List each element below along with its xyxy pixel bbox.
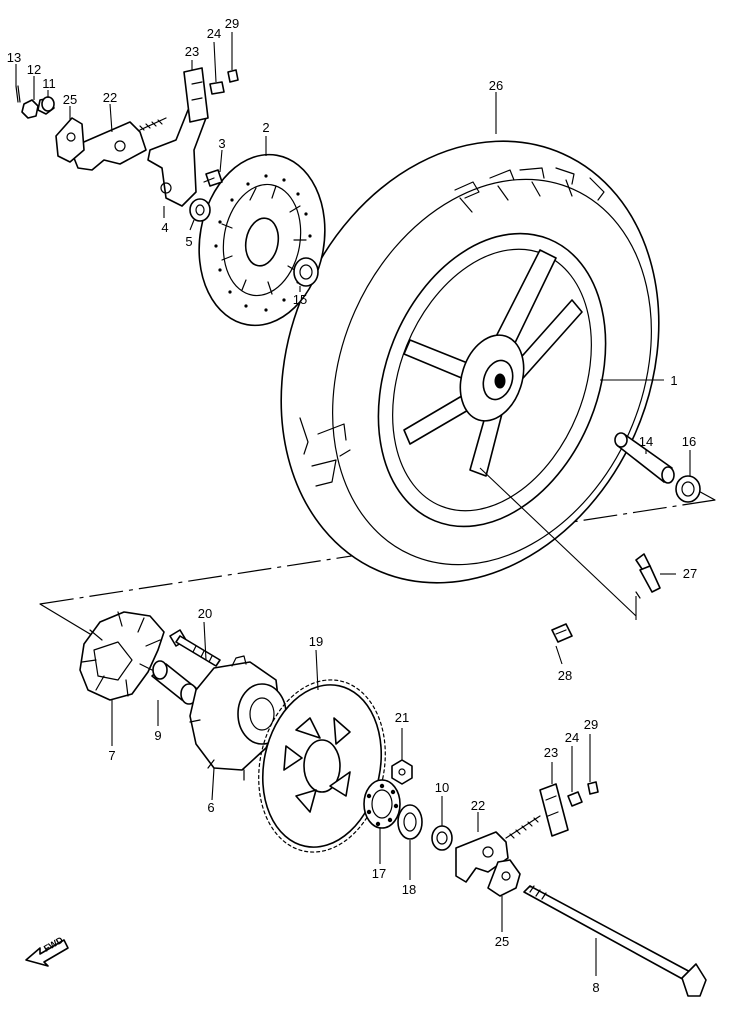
- callout-10: 10: [435, 780, 449, 795]
- adjuster-plate-upper: [55, 117, 85, 163]
- cap-upper: [227, 69, 239, 83]
- sprocket-carrier: [189, 655, 287, 781]
- callout-2: 2: [262, 120, 269, 135]
- callout-6: 6: [207, 800, 214, 815]
- rear-axle: [523, 885, 707, 997]
- chain-adjuster-lower: [455, 815, 541, 883]
- brake-disc: [198, 153, 326, 327]
- callout-7: 7: [108, 748, 115, 763]
- callout-12: 12: [27, 62, 41, 77]
- adjuster-cover-lower: [539, 783, 569, 837]
- hub-bearing: [363, 779, 401, 829]
- callout-22-lower: 22: [471, 798, 485, 813]
- callout-3: 3: [218, 136, 225, 151]
- collar-10: [431, 825, 453, 851]
- callout-26: 26: [489, 78, 503, 93]
- caliper-bracket: [147, 103, 207, 207]
- callout-25-lower: 25: [495, 934, 509, 949]
- callout-5: 5: [185, 234, 192, 249]
- forward-arrow-icon: FWD: [25, 935, 69, 967]
- adjuster-cover-upper: [183, 67, 209, 123]
- callout-29-upper: 29: [225, 16, 239, 31]
- balance-weight: [551, 623, 573, 643]
- tire-valve: [635, 553, 661, 599]
- callout-21: 21: [395, 710, 409, 725]
- sprocket-nut: [391, 759, 413, 785]
- washer-upper: [41, 96, 55, 112]
- callout-20: 20: [198, 606, 212, 621]
- adjuster-nut-upper: [209, 81, 225, 95]
- cap-lower: [587, 781, 599, 795]
- mounting-bolt: [203, 169, 223, 187]
- callout-24-upper: 24: [207, 26, 221, 41]
- callout-1: 1: [670, 373, 677, 388]
- callout-14: 14: [639, 434, 653, 449]
- cush-drive-damper: [79, 611, 165, 701]
- callout-29-lower: 29: [584, 717, 598, 732]
- callout-9: 9: [154, 728, 161, 743]
- disc-spacer: [293, 257, 319, 287]
- callout-4: 4: [161, 220, 168, 235]
- rear-wheel-rim: [377, 232, 607, 528]
- callout-16: 16: [682, 434, 696, 449]
- leader-lines: [15, 32, 691, 976]
- callout-18: 18: [402, 882, 416, 897]
- callout-11: 11: [42, 76, 56, 91]
- cotter-pin-13: [15, 85, 21, 103]
- callout-13: 13: [7, 50, 21, 65]
- hub-spacer: [151, 660, 198, 705]
- rear-sprocket: [258, 679, 386, 853]
- adjuster-plate-lower: [487, 859, 521, 897]
- sprocket-mounting-bolt: [169, 629, 221, 667]
- callout-22-upper: 22: [103, 90, 117, 105]
- collar: [189, 198, 211, 222]
- wheel-spacer: [614, 432, 675, 484]
- callout-23-lower: 23: [544, 745, 558, 760]
- callout-27: 27: [683, 566, 697, 581]
- callout-15: 15: [293, 292, 307, 307]
- nut-12: [21, 99, 39, 119]
- hub-oil-seal: [397, 804, 423, 840]
- callout-23-upper: 23: [185, 44, 199, 59]
- callout-24-lower: 24: [565, 730, 579, 745]
- oil-seal: [675, 475, 701, 503]
- callout-25-upper: 25: [63, 92, 77, 107]
- callout-labels: 13 12 11 25 22 23 24 29 2 3 4 5 15 26 1 …: [7, 16, 697, 995]
- callout-17: 17: [372, 866, 386, 881]
- adjuster-nut-lower: [567, 791, 583, 807]
- callout-8: 8: [592, 980, 599, 995]
- chain-adjuster-upper: [69, 117, 167, 171]
- callout-28: 28: [558, 668, 572, 683]
- callout-19: 19: [309, 634, 323, 649]
